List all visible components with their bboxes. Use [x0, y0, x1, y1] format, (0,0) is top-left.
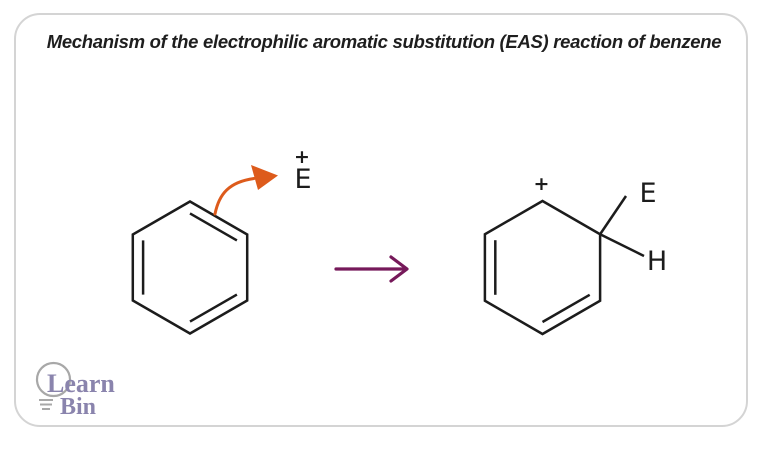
arenium-ring — [483, 199, 602, 336]
arenium-double-bond-bottom-right — [541, 293, 591, 324]
curved-attack-arrow-shaft — [213, 177, 256, 216]
curved-attack-arrow-icon — [213, 165, 278, 216]
logo-text-learn: Learn — [47, 369, 115, 398]
logo-text-bin: Bin — [60, 394, 96, 420]
arenium-ion-molecule: + E H — [483, 173, 667, 336]
diagram-title: Mechanism of the electrophilic aromatic … — [46, 31, 722, 52]
electrophile-symbol-label: E — [294, 164, 311, 195]
benzene-double-bond-bottom-right — [189, 293, 238, 323]
reaction-arrow-head — [389, 255, 409, 283]
learnbin-logo: Learn Bin — [35, 361, 115, 420]
benzene-molecule — [131, 200, 249, 335]
substituent-e-label: E — [639, 178, 656, 209]
lightbulb-glass — [35, 361, 72, 398]
benzene-ring — [131, 200, 249, 335]
arenium-charge-label: + — [534, 173, 550, 195]
electrophile-label-group: + E — [294, 146, 311, 195]
curved-attack-arrow-head — [251, 165, 278, 190]
rounded-border-frame — [14, 13, 748, 427]
reaction-arrow-icon — [334, 255, 409, 283]
substituent-h-label: H — [647, 246, 667, 277]
bond-to-e — [599, 195, 628, 235]
benzene-double-bond-top-right — [189, 212, 238, 242]
lightbulb-icon — [35, 361, 72, 410]
bond-to-h — [599, 233, 645, 258]
electrophile-charge-label: + — [294, 146, 310, 168]
